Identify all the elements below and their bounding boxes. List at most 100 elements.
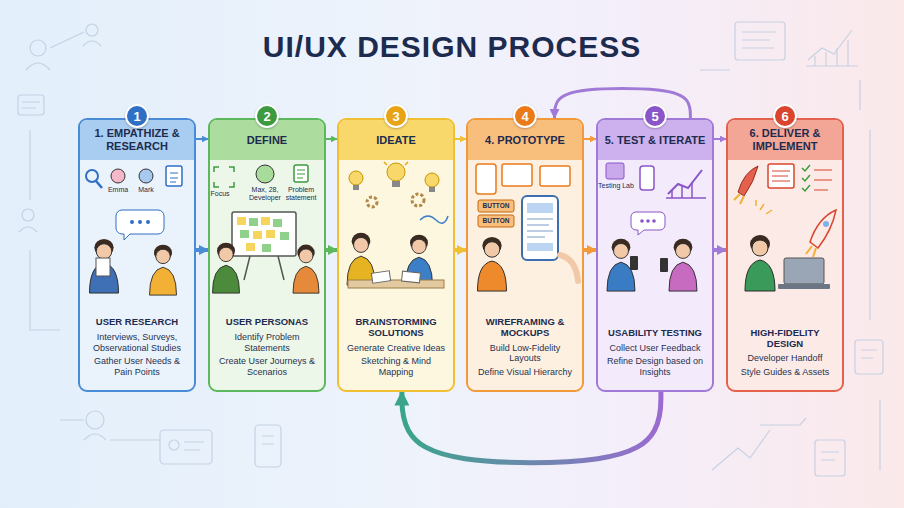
ideate-illustration [392, 181, 400, 187]
prototype-illustration [560, 255, 578, 281]
test-illustration [640, 219, 644, 223]
step-detail: Build Low-Fidelity Layouts [474, 343, 576, 365]
step-subtitle: USABILITY TESTING [604, 327, 706, 338]
step-detail: Sketching & Mind Mapping [345, 356, 447, 378]
deliver-illustration [810, 210, 836, 248]
prototype-illustration [527, 203, 553, 213]
test-illustration [666, 182, 706, 198]
empathize-illustration [166, 166, 182, 186]
card-body: USER PERSONAS Identify Problem Statements… [214, 313, 320, 384]
flow-arrow [196, 138, 208, 140]
step-detail: Gather User Needs & Pain Points [86, 356, 188, 378]
define-illustration [253, 231, 262, 239]
ideate-illustration [347, 156, 448, 288]
background-icons [60, 420, 160, 440]
step-subtitle: WIREFRAMING & MOCKUPS [474, 316, 576, 339]
background-icons [86, 24, 98, 36]
background-icons [808, 30, 852, 60]
step-title: 5. TEST & ITERATE [605, 134, 706, 147]
define-illustration [213, 243, 240, 293]
prototype-illustration [502, 164, 532, 186]
step-title: 4. PROTOTYPE [485, 134, 565, 147]
step-badge: 4 [513, 104, 537, 128]
step-subtitle: BRAINSTORMING SOLUTIONS [345, 316, 447, 339]
test-illustration [646, 219, 650, 223]
empathize-illustration [150, 245, 177, 295]
background-icons [169, 440, 179, 450]
deliver-illustration [784, 258, 824, 284]
background-icons [870, 130, 880, 470]
step-card: IDEATEBRAINSTORMING SOLUTIONSGenerate Cr… [337, 118, 455, 392]
background-icons [26, 63, 50, 70]
step-subtitle: USER PERSONAS [216, 316, 318, 327]
step-subtitle: USER RESEARCH [86, 316, 188, 327]
empathize-illustration [146, 220, 150, 224]
card-body: WIREFRAMING & MOCKUPS Build Low-Fidelity … [472, 313, 578, 384]
ideate-illustration [349, 171, 363, 185]
ideate-illustration [420, 216, 448, 223]
step-detail: Create User Journeys & Scenarios [216, 356, 318, 378]
illustration-label: Mark [129, 186, 163, 194]
flow-arrow [455, 248, 466, 252]
prototype-illustration [522, 196, 558, 260]
illustration-label: Focus [205, 190, 235, 198]
deliver-illustration [802, 165, 810, 191]
card-fills [78, 118, 196, 392]
empathize-illustration [130, 220, 134, 224]
empathize-illustration [90, 239, 119, 293]
step-badge: 2 [255, 104, 279, 128]
define-illustration [256, 165, 274, 183]
illustration-label: Max, 28, Developer [243, 186, 287, 201]
step-card: 6. DELIVER & IMPLEMENTHIGH-FIDELITY DESI… [726, 118, 844, 392]
flow-arrow [584, 248, 596, 252]
step-title: DEFINE [247, 134, 287, 147]
define-illustration [246, 243, 255, 251]
background-icons [821, 452, 839, 460]
empathize-illustration [86, 166, 182, 295]
step-number: 2 [263, 109, 270, 124]
deliver-illustration [738, 166, 758, 196]
step-detail: Generate Creative Ideas [345, 343, 447, 354]
step-number: 3 [392, 109, 399, 124]
empathize-illustration [86, 170, 98, 182]
define-illustration [266, 230, 275, 238]
card-fills [208, 118, 326, 392]
prototype-illustration [476, 164, 578, 291]
define-illustration [214, 167, 234, 187]
background-icons [184, 442, 204, 450]
background-icons [19, 227, 37, 232]
empathize-illustration [96, 181, 102, 188]
deliver-illustration [756, 200, 772, 214]
test-illustration [606, 163, 624, 179]
iteration-arrow [402, 392, 661, 463]
define-illustration [280, 232, 289, 240]
flow-arrow [326, 248, 337, 252]
define-illustration [294, 165, 308, 182]
prototype-illustration [527, 219, 553, 237]
ideate-illustration [348, 280, 444, 288]
background-icons [30, 130, 60, 330]
step-card: DEFINE USER PERSONAS Identify Problem Stat… [208, 118, 326, 392]
step-detail: Developer Handoff [734, 353, 836, 364]
step-badge: 3 [384, 104, 408, 128]
ideate-illustration [429, 187, 435, 192]
ideate-illustration [371, 271, 390, 283]
background-icons [84, 434, 106, 440]
card-body: USER RESEARCHInterviews, Surveys, Observ… [84, 313, 190, 384]
deliver-illustration [823, 221, 829, 227]
card-fills [466, 118, 584, 392]
card-fills [726, 118, 844, 392]
step-badge: 6 [773, 104, 797, 128]
background-icons [255, 425, 281, 467]
test-illustration [640, 166, 654, 190]
flow-arrow [584, 138, 596, 140]
test-illustration [668, 170, 702, 194]
step-detail: Identify Problem Statements [216, 332, 318, 354]
deliver-illustration [772, 171, 790, 181]
deliver-illustration [806, 246, 816, 257]
define-illustration [273, 219, 282, 227]
background-icons [855, 340, 883, 374]
step-number: 5 [651, 109, 658, 124]
empathize-illustration [139, 169, 153, 183]
